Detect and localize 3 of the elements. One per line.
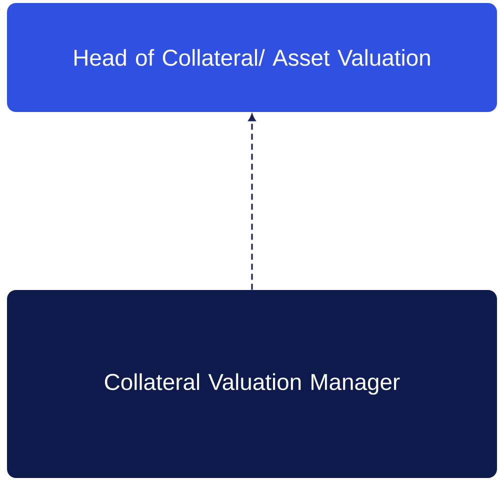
role-box: Head of Collateral/ Asset Valuation	[7, 3, 497, 112]
arrow	[248, 114, 256, 290]
role-box: Collateral Valuation Manager	[7, 290, 497, 478]
